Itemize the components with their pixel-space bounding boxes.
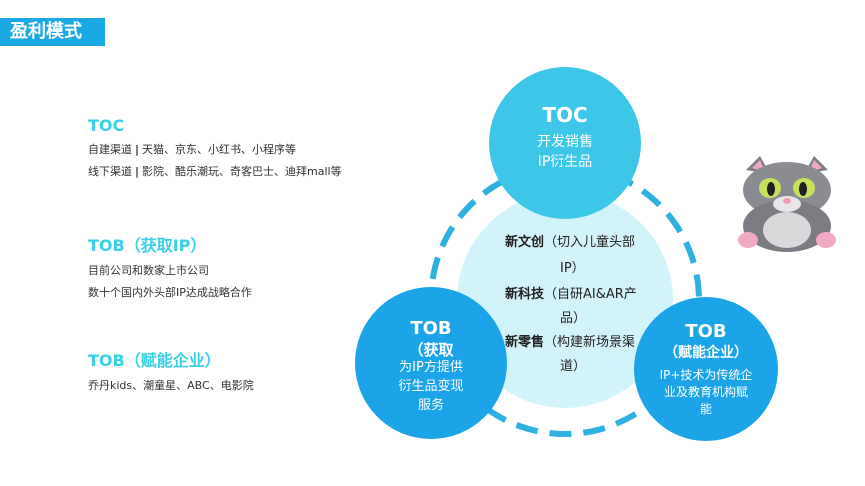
center-item-1: 新文创（切入儿童头部 <box>505 232 635 254</box>
toc-line-2-label: 线下渠道 <box>88 165 132 178</box>
tob-empower-circle-text: TOB （赋能企业） IP+技术为传统企 业及教育机构赋 能 <box>646 321 766 417</box>
center-item-3-keyword: 新零售 <box>505 335 545 350</box>
separator: | <box>135 165 140 178</box>
center-item-1-desc1: （切入儿童头部 <box>544 235 636 250</box>
tob-ip-circle <box>355 287 507 439</box>
tob-empower-line-1: 乔丹kids、潮童星、ABC、电影院 <box>88 379 254 392</box>
tob-empower-circle <box>634 297 778 441</box>
toc-circle-line2: IP衍生品 <box>537 154 593 170</box>
mascot-backpack-icon <box>738 156 836 252</box>
section-title-tob-empower: TOB（赋能企业） <box>88 351 221 370</box>
toc-line-1-text: 天猫、京东、小红书、小程序等 <box>142 143 297 156</box>
tob-ip-circle-line3: 服务 <box>417 398 444 413</box>
section-title-tob-ip: TOB（获取IP） <box>88 236 207 255</box>
tob-empower-circle-line3: 能 <box>699 402 712 416</box>
tob-ip-circle-head1: TOB <box>410 318 452 339</box>
center-item-2-keyword: 新科技 <box>505 287 545 302</box>
center-item-3: 新零售（构建新场景渠 <box>505 332 635 354</box>
center-circle <box>457 192 673 408</box>
toc-line-2: 线下渠道|影院、酷乐潮玩、奇客巴士、迪拜mall等 <box>88 161 342 183</box>
toc-line-1-label: 自建渠道 <box>88 143 132 156</box>
tob-empower-circle-line2: 业及教育机构赋 <box>663 385 748 399</box>
toc-circle <box>489 67 641 219</box>
toc-circle-head: TOC <box>542 103 588 127</box>
page-title: 盈利模式 <box>0 18 105 46</box>
center-item-2: 新科技（自研AI&AR产 <box>505 284 637 306</box>
section-title-toc: TOC <box>88 116 125 135</box>
tob-ip-line-1: 目前公司和数家上市公司 <box>88 264 209 277</box>
tob-ip-circle-line2: 衍生品变现 <box>398 379 464 394</box>
toc-circle-text: TOC 开发销售 IP衍生品 <box>509 103 621 171</box>
center-item-1-desc2: IP） <box>560 261 585 276</box>
tob-empower-circle-head1: TOB <box>685 321 727 342</box>
center-item-2-desc2: 品） <box>560 311 587 326</box>
toc-line-1: 自建渠道|天猫、京东、小红书、小程序等 <box>88 139 342 161</box>
tob-empower-circle-head2: （赋能企业） <box>664 345 748 361</box>
tob-ip-circle-text: TOB （获取 为IP方提供 衍生品变现 服务 <box>381 318 481 413</box>
tob-empower-circle-line1: IP+技术为传统企 <box>659 368 753 382</box>
center-item-3-desc1: （构建新场景渠 <box>544 335 636 350</box>
section-tob-ip: TOB（获取IP） 目前公司和数家上市公司 数十个国内外头部IP达成战略合作 <box>88 232 252 304</box>
tob-ip-circle-head2: （获取 <box>408 341 454 359</box>
tob-ip-circle-line1: 为IP方提供 <box>399 360 463 375</box>
section-tob-empower: TOB（赋能企业） 乔丹kids、潮童星、ABC、电影院 <box>88 347 254 397</box>
separator: | <box>135 143 140 156</box>
center-item-3-desc2: 道） <box>560 359 587 374</box>
center-item-1-keyword: 新文创 <box>505 235 545 250</box>
tob-ip-line-2: 数十个国内外头部IP达成战略合作 <box>88 286 252 299</box>
section-toc: TOC 自建渠道|天猫、京东、小红书、小程序等 线下渠道|影院、酷乐潮玩、奇客巴… <box>88 116 342 183</box>
center-item-2-desc1: （自研AI&AR产 <box>544 287 637 302</box>
toc-circle-line1: 开发销售 <box>537 134 593 150</box>
toc-line-2-text: 影院、酷乐潮玩、奇客巴士、迪拜mall等 <box>142 165 342 178</box>
